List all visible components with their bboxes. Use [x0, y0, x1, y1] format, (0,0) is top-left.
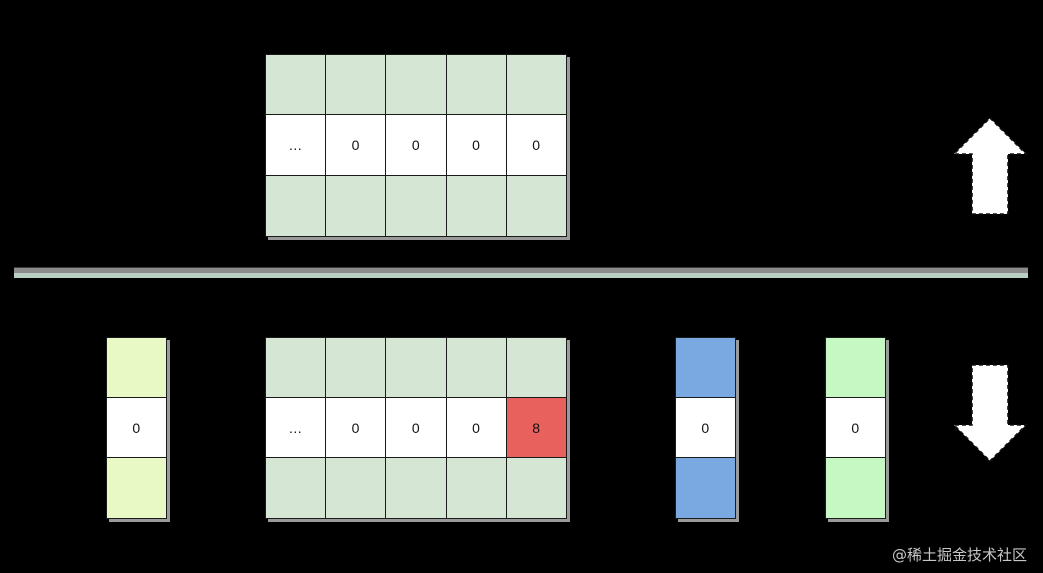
bottom-left-row: [107, 338, 166, 398]
bottom-mint-column: 0: [825, 337, 886, 519]
bottom-main-cell-r2c3: [446, 458, 507, 518]
bottom-main-cell-r0c4: [506, 338, 567, 398]
bottom-main-cell-r2c2: [386, 458, 447, 518]
arrow-down-icon: [950, 360, 1030, 465]
bottom-blue-row: [676, 458, 735, 518]
top-main-cell-r1c2: 0: [386, 115, 447, 176]
bottom-blue-row: [676, 338, 735, 398]
bottom-main-row: [266, 338, 567, 398]
bottom-main-cell-r0c3: [446, 338, 507, 398]
arrow-up-icon: [950, 114, 1030, 219]
divider-lower-band: [14, 273, 1028, 278]
bottom-main-cell-r1c3: 0: [446, 398, 507, 458]
top-main-cell-r0c4: [506, 55, 567, 116]
bottom-main-cell-r2c0: [266, 458, 327, 518]
top-main-cell-r2c4: [506, 175, 567, 236]
bottom-main-cell-r0c2: [386, 338, 447, 398]
top-main-cell-r0c0: [266, 55, 327, 116]
bottom-main-cell-r0c1: [326, 338, 387, 398]
bottom-mint-row: [826, 458, 885, 518]
bottom-blue-row: 0: [676, 398, 735, 458]
bottom-main-cell-r2c4: [506, 458, 567, 518]
bottom-left-row: [107, 458, 166, 518]
bottom-left-row: 0: [107, 398, 166, 458]
bottom-main-cell-r1c0: ...: [266, 398, 327, 458]
top-main-cell-r1c4: 0: [506, 115, 567, 176]
bottom-blue-cell-r1c0: 0: [676, 398, 735, 458]
bottom-main-cell-r2c1: [326, 458, 387, 518]
top-main-cell-r1c3: 0: [446, 115, 507, 176]
top-main-cell-r2c3: [446, 175, 507, 236]
top-main-cell-r0c2: [386, 55, 447, 116]
bottom-mint-cell-r2c0: [826, 458, 885, 518]
top-main-cell-r2c0: [266, 175, 327, 236]
bottom-left-cell-r1c0: 0: [107, 398, 166, 458]
bottom-mint-row: 0: [826, 398, 885, 458]
top-main-cell-r1c0: ...: [266, 115, 327, 176]
divider-upper-band: [14, 267, 1028, 273]
horizontal-divider: [14, 267, 1028, 278]
bottom-mint-cell-r0c0: [826, 338, 885, 398]
bottom-blue-column: 0: [675, 337, 736, 519]
bottom-mint-row: [826, 338, 885, 398]
bottom-main-cell-r1c1: 0: [326, 398, 387, 458]
bottom-main-row: [266, 458, 567, 518]
top-main-cell-r1c1: 0: [326, 115, 387, 176]
top-main-cell-r2c2: [386, 175, 447, 236]
bottom-left-cell-r0c0: [107, 338, 166, 398]
bottom-main-cell-r0c0: [266, 338, 327, 398]
bottom-blue-cell-r0c0: [676, 338, 735, 398]
top-main-cell-r0c3: [446, 55, 507, 116]
bottom-blue-cell-r2c0: [676, 458, 735, 518]
bottom-left-cell-r2c0: [107, 458, 166, 518]
bottom-main-cell-r1c4: 8: [506, 398, 567, 458]
top-main-cell-r2c1: [326, 175, 387, 236]
top-main-row: [266, 55, 567, 116]
bottom-main-cell-r1c2: 0: [386, 398, 447, 458]
top-main-cell-r0c1: [326, 55, 387, 116]
watermark-text: @稀土掘金技术社区: [891, 546, 1027, 564]
bottom-left-column: 0: [106, 337, 167, 519]
bottom-mint-cell-r1c0: 0: [826, 398, 885, 458]
top-main-row: [266, 175, 567, 236]
